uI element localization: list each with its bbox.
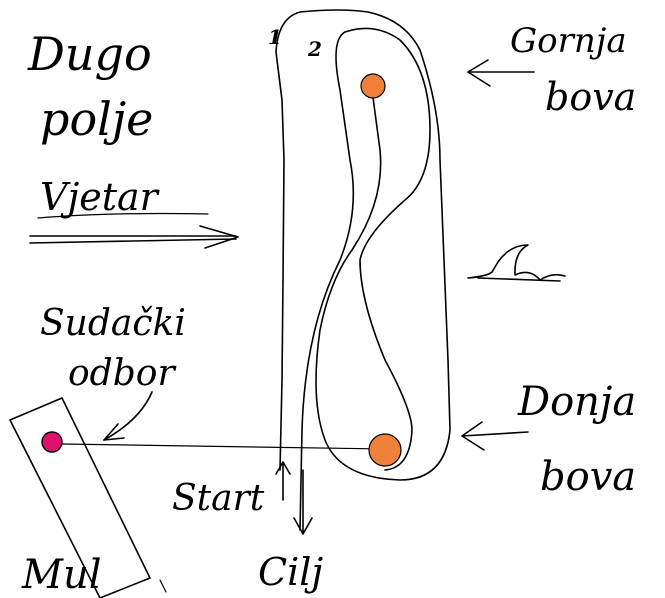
wind-indicator: Vjetar [30,175,238,248]
judges-boat-line-2: odbor [68,353,176,394]
judges-boat-marker [42,432,62,452]
pier: Mul [10,398,150,598]
finish-label: Cilj [258,550,323,594]
upper-buoy-arrow-head [468,60,490,86]
stray-mark [160,580,166,592]
wind-arrow-shaft-lower [30,239,236,243]
judges-boat-line-1: Sudački [40,303,186,344]
finish-arrow [294,470,312,534]
wave-doodle [468,245,565,281]
lower-buoy-line-1: Donja [517,379,636,425]
long-field-line-1: Dugo [27,27,152,81]
start-arrow [276,462,290,500]
start-finish-line [62,444,385,449]
upper-buoy-line-1: Gornja [510,21,627,61]
lap-2-label: 2 [307,37,322,61]
pier-label: Mul [21,552,102,598]
judges-pointer-arrow-head [104,424,124,440]
upper-buoy-line-2: bova [545,75,636,119]
lap-1-label: 1 [268,25,282,49]
course-lap-2 [300,28,430,530]
upper-buoy [361,74,385,98]
lower-buoy-line-2: bova [540,454,636,500]
upper-buoy-label: Gornja bova [468,21,636,119]
lower-buoy-label: Donja bova [462,379,636,500]
long-field-label: Dugo polje [27,27,153,146]
long-field-line-2: polje [40,92,153,146]
wind-label: Vjetar [40,175,161,219]
wind-arrow-head [200,226,238,248]
start-label: Start [172,478,265,519]
lower-buoy-arrow [462,432,528,436]
judges-boat-label: Sudački odbor [40,303,186,440]
lower-buoy [369,434,401,466]
